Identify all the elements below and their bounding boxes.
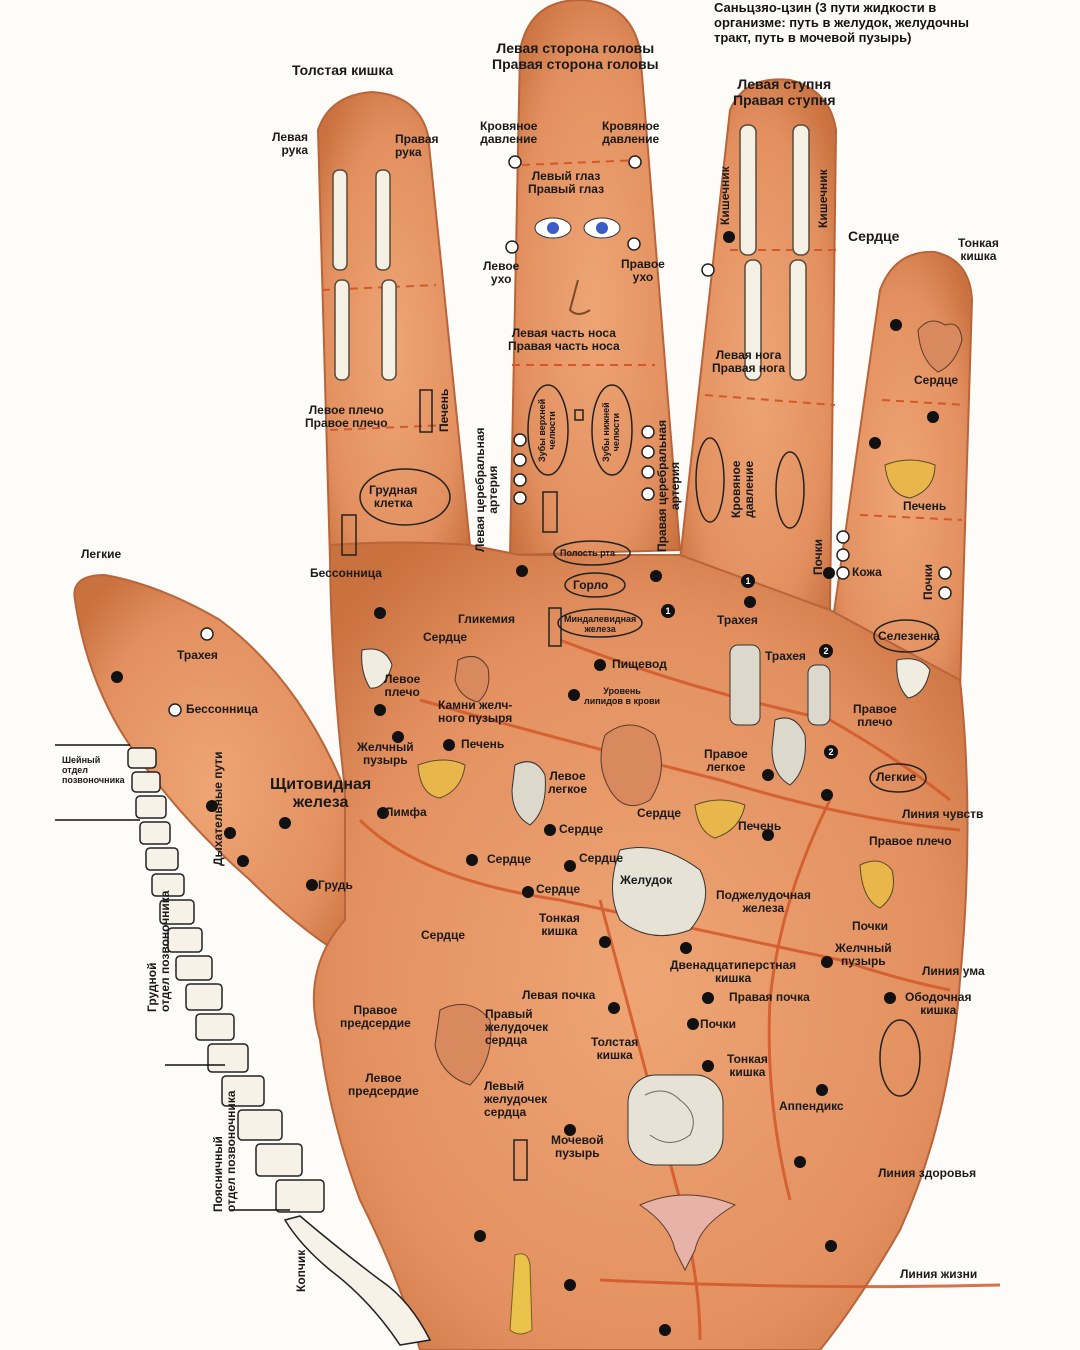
label-pechen-palm: Печень [461,738,504,751]
label-podzheludochnaya: Поджелудочная железа [716,889,811,915]
label-uroven-lipidov: Уровень липидов в крови [584,686,660,706]
marker-2b: 2 [824,745,838,759]
marker-1a: 1 [741,574,755,588]
label-kopchik: Копчик [295,1250,308,1292]
label-pravoe-predserdie: Правое предсердие [340,1004,411,1030]
label-gorlo: Горло [573,579,608,592]
label-tolstaya-kishka-mid: Толстая кишка [591,1036,638,1062]
label-pochki-pinky: Почки [922,564,935,600]
label-serdce-6: Сердце [536,883,580,896]
label-selezenka: Селезенка [878,630,940,643]
label-liniya-uma: Линия ума [922,965,985,978]
header-note: Саньцзяо-цзин (3 пути жидкости в организ… [714,0,969,45]
hand-silhouette [74,0,972,1350]
label-zheludok: Желудок [620,874,672,887]
label-sheyny-otdel: Шейный отдел позвоночника [62,755,125,785]
label-serdce-1: Сердце [423,631,467,644]
label-levaya-ruka: Левая рука [272,131,308,157]
label-levy-zheludochek: Левый желудочек сердца [484,1080,547,1119]
label-golova: Левая сторона головы Правая сторона голо… [492,40,659,72]
label-tonkaya-kishka-low: Тонкая кишка [727,1053,768,1079]
label-krov-davl-ring: Кровяное давление [730,461,756,518]
label-glikemia: Гликемия [458,613,515,626]
label-pechen-2: Печень [738,820,781,833]
label-pravaya-arteria: Правая церебральная артерия [656,420,682,552]
label-obodochnaya: Ободочная кишка [905,991,971,1017]
label-pravoe-uho: Правое ухо [621,258,665,284]
label-polost-rta: Полость рта [560,548,615,558]
label-levoe-uho: Левое ухо [483,260,519,286]
label-levoe-legkoe: Левое легкое [548,770,587,796]
label-noga: Левая нога Правая нога [712,349,785,375]
label-mochevoy: Мочевой пузырь [551,1134,604,1160]
label-dyhatelnye-puti: Дыхательные пути [212,751,225,866]
label-pochki-mid: Почки [700,1018,736,1031]
label-levoe-plecho: Левое плечо [384,673,420,699]
label-limfa: Лимфа [385,806,427,819]
label-zhelchny-puzyr-1: Желчный пузырь [357,741,414,767]
label-schitovidnaya: Щитовидная железа [270,776,371,812]
label-pechen-index: Печень [438,389,451,432]
label-bessonnica-1: Бессонница [310,567,382,580]
label-kozha: Кожа [852,566,882,579]
label-levaya-pochka: Левая почка [522,989,595,1002]
label-tonkaya-kishka-top: Тонкая кишка [958,237,999,263]
label-pravy-zheludochek: Правый желудочек сердца [485,1008,548,1047]
label-pravaya-ruka: Правая рука [395,133,439,159]
label-plecho: Левое плечо Правое плечо [305,404,388,430]
label-traheya-2: Трахея [765,650,806,663]
label-serdce-3: Сердце [559,823,603,836]
label-kishechnik-1: Кишечник [719,166,732,225]
label-pischevod: Пищевод [612,658,667,671]
label-zuby-left: Зубы верхней челюсти [537,399,557,462]
label-liniya-chuvstv: Линия чувств [902,808,983,821]
label-poyasnichny: Поясничный отдел позвоночника [212,1091,238,1212]
label-pochki-right: Почки [852,920,888,933]
label-pravaya-pochka: Правая почка [729,991,810,1004]
label-legkie-right: Легкие [876,771,916,784]
label-duodenum: Двенадцатиперстная кишка [670,959,796,985]
label-pravoe-legkoe: Правое легкое [704,748,748,774]
label-grud: Грудь [318,879,353,892]
label-grudnaya-kletka: Грудная клетка [369,484,417,510]
marker-2a: 2 [819,644,833,658]
label-serdce-top: Сердце [848,228,899,244]
label-krov-davl-right: Кровяное давление [602,120,659,146]
label-grudnoy-otdel: Грудной отдел позвоночника [146,891,172,1012]
label-zhelchny-puzyr-2: Желчный пузырь [835,942,892,968]
label-kamni: Камни желч- ного пузыря [438,699,512,725]
label-krov-davl-left: Кровяное давление [480,120,537,146]
label-traheya-thumb: Трахея [177,649,218,662]
label-tonkaya-kishka-mid: Тонкая кишка [539,912,580,938]
label-stupnya: Левая ступня Правая ступня [733,76,836,108]
label-serdce-pinky: Сердце [914,374,958,387]
label-serdce-2: Сердце [637,807,681,820]
label-zuby-right: Зубы нижней челюсти [601,402,621,462]
label-serdce-7: Сердце [421,929,465,942]
label-liniya-zhizni: Линия жизни [900,1268,977,1281]
label-pravoe-plecho-1: Правое плечо [853,703,897,729]
label-levoe-predserdie: Левое предсердие [348,1072,419,1098]
label-kishechnik-2: Кишечник [817,169,830,228]
label-tolstaya-kishka-top: Толстая кишка [292,62,393,78]
label-pochki-ring: Почки [812,539,825,575]
label-glaz: Левый глаз Правый глаз [528,170,604,196]
label-legkie-left: Легкие [81,548,121,561]
label-nos: Левая часть носа Правая часть носа [508,327,620,353]
label-levaya-arteria: Левая церебральная артерия [474,427,500,552]
label-pechen-pinky: Печень [903,500,946,513]
label-serdce-4: Сердце [579,852,623,865]
label-traheya-1: Трахея [717,614,758,627]
label-liniya-zdorovya: Линия здоровья [878,1167,976,1180]
label-serdce-5: Сердце [487,853,531,866]
label-pravoe-plecho-2: Правое плечо [869,835,952,848]
label-bessonnica-2: Бессонница [186,703,258,716]
label-mindalevidnaya: Миндалевидная железа [564,614,636,634]
label-appendiks: Аппендикс [779,1100,844,1113]
marker-1b: 1 [661,604,675,618]
